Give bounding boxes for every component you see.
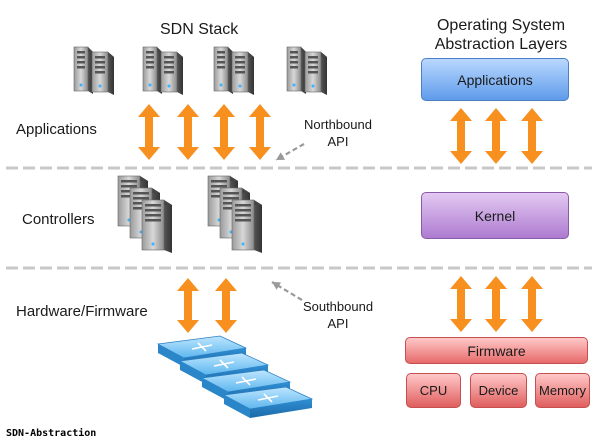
os-memory-box: Memory (535, 373, 590, 408)
sdn-stack-heading: SDN Stack (160, 21, 239, 38)
row-label-applications: Applications (16, 121, 97, 138)
server-tower-icon (160, 51, 183, 95)
row-label-hardware-firmware: Hardware/Firmware (16, 303, 148, 320)
northbound-api-line-2: API (327, 134, 349, 149)
server-cluster-icon (141, 199, 172, 253)
server-tower-icon (213, 46, 233, 94)
northbound-api-label: Northbound API (298, 116, 378, 150)
server-tower-icon (304, 51, 327, 95)
os-layers-heading-line-1: Operating System (436, 17, 566, 34)
os-kernel-box: Kernel (421, 192, 569, 239)
double-arrow-icon (177, 278, 199, 333)
api-pointer-arrows (271, 143, 305, 301)
southbound-api-line-2: API (327, 316, 349, 331)
double-arrow-icon (249, 104, 271, 160)
data-flow-arrows (138, 104, 543, 333)
double-arrow-icon (138, 104, 160, 160)
api-pointer-head (276, 152, 285, 160)
network-switches (156, 335, 314, 418)
double-arrow-icon (485, 276, 507, 332)
server-tower-icon (231, 51, 254, 95)
server-cluster-icon (231, 199, 262, 253)
southbound-api-line-1: Southbound (302, 299, 374, 314)
os-layers-heading-line-2: Abstraction Layers (434, 36, 568, 53)
layer-separators (6, 166, 592, 270)
figure-caption: SDN-Abstraction (6, 428, 97, 439)
api-pointer-line (271, 281, 303, 301)
double-arrow-icon (213, 104, 235, 160)
os-device-box: Device (470, 373, 527, 408)
server-tower-icon (91, 51, 114, 95)
os-cpu-box: CPU (406, 373, 461, 408)
os-applications-box: Applications (421, 58, 569, 101)
double-arrow-icon (450, 108, 472, 164)
row-label-controllers: Controllers (22, 211, 95, 228)
application-servers (73, 46, 327, 95)
os-firmware-box: Firmware (405, 337, 588, 364)
double-arrow-icon (177, 104, 199, 160)
double-arrow-icon (215, 278, 237, 333)
server-tower-icon (286, 46, 306, 94)
southbound-api-label: Southbound API (298, 298, 378, 332)
northbound-api-line-1: Northbound (304, 117, 372, 132)
server-tower-icon (73, 46, 93, 94)
double-arrow-icon (521, 108, 543, 164)
server-tower-icon (142, 46, 162, 94)
os-layers-heading: Operating System Abstraction Layers (425, 16, 577, 54)
controller-servers (117, 175, 262, 253)
api-pointer-head (272, 282, 281, 290)
double-arrow-icon (521, 276, 543, 332)
double-arrow-icon (485, 108, 507, 164)
network-switch-icon (222, 386, 314, 418)
double-arrow-icon (450, 276, 472, 332)
